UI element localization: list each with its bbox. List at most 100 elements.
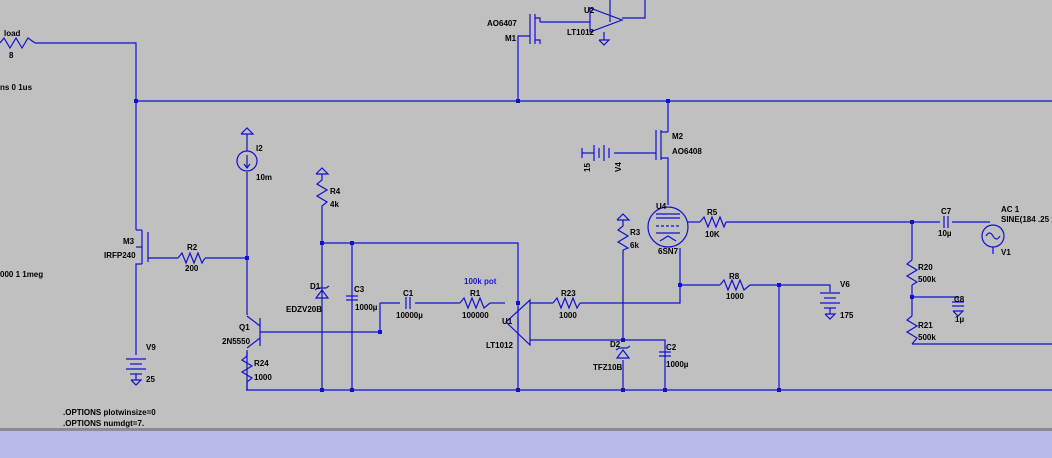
resistor-r21[interactable] <box>905 315 919 345</box>
junction <box>666 99 670 103</box>
label-r20-value: 500k <box>918 275 936 284</box>
label-r3-value: 6k <box>630 241 639 250</box>
resistor-r1[interactable] <box>459 296 491 310</box>
resistor-load[interactable] <box>0 36 36 50</box>
label-r3-name: R3 <box>630 228 641 237</box>
junction <box>134 99 138 103</box>
label-v4-name: V4 <box>614 162 623 172</box>
capacitor-c8[interactable] <box>952 301 965 317</box>
junction <box>350 388 354 392</box>
opamp-u2[interactable] <box>589 7 624 46</box>
label-m2-part: AO6408 <box>672 147 702 156</box>
wire-zener-rail[interactable] <box>322 242 519 390</box>
zener-d2[interactable] <box>615 345 631 359</box>
resistor-r4[interactable] <box>315 167 330 208</box>
wire-c8[interactable] <box>912 296 959 300</box>
capacitor-c3[interactable] <box>346 295 358 301</box>
resistor-r23[interactable] <box>552 296 581 310</box>
label-c8-name: C8 <box>954 295 965 304</box>
label-d2-part: TFZ10B <box>593 363 623 372</box>
zener-d1[interactable] <box>314 285 330 299</box>
opamp-u1[interactable] <box>505 298 531 347</box>
label-load-value: 8 <box>9 51 14 60</box>
label-m1-part: AO6407 <box>487 19 517 28</box>
junction <box>516 388 520 392</box>
label-d1-name: D1 <box>310 282 321 291</box>
resistor-r8[interactable] <box>719 278 751 292</box>
schematic-canvas[interactable]: load 8 ns 0 1us 000 1 1meg AO6407 M1 U2 … <box>0 0 1052 428</box>
spice-directive-numdgt[interactable]: .OPTIONS numdgt=7. <box>63 419 144 428</box>
junction <box>663 388 667 392</box>
label-c8-value: 1µ <box>955 315 964 324</box>
resistor-r24[interactable] <box>240 352 254 390</box>
label-r23-name: R23 <box>561 289 576 298</box>
junction <box>621 338 625 342</box>
junction <box>777 283 781 287</box>
label-load-name: load <box>4 29 21 38</box>
spice-directive-plotwinsize[interactable]: .OPTIONS plotwinsize=0 <box>63 408 156 417</box>
mosfet-m1[interactable] <box>517 14 541 44</box>
label-c7-name: C7 <box>941 207 952 216</box>
label-c1-value: 10000µ <box>396 311 423 320</box>
junctions <box>134 99 914 392</box>
label-m3-name: M3 <box>123 237 135 246</box>
battery-v6[interactable] <box>820 292 840 320</box>
label-c3-name: C3 <box>354 285 365 294</box>
resistor-r20[interactable] <box>905 259 919 286</box>
resistor-r3[interactable] <box>616 213 631 251</box>
wire-r23-tube[interactable] <box>580 248 681 304</box>
junction <box>350 241 354 245</box>
label-r23-value: 1000 <box>559 311 577 320</box>
label-v4-value: 15 <box>583 163 592 172</box>
label-pot-note: 100k pot <box>464 277 497 286</box>
label-v6-value: 175 <box>840 311 854 320</box>
label-u4-part: 6SN7 <box>658 247 679 256</box>
label-i2-value: 10m <box>256 173 272 182</box>
transistor-q1[interactable] <box>246 315 267 349</box>
label-sine-fragment: 000 1 1meg <box>0 270 43 279</box>
resistor-r2[interactable] <box>177 251 206 265</box>
battery-v4[interactable] <box>581 145 610 161</box>
label-m2-name: M2 <box>672 132 684 141</box>
junction <box>621 388 625 392</box>
mosfet-m3[interactable] <box>135 229 149 282</box>
junction <box>378 330 382 334</box>
wire-u1-c2[interactable] <box>530 339 666 390</box>
current-source-i2[interactable] <box>236 127 258 172</box>
sine-source-v1[interactable] <box>981 224 1005 254</box>
label-c1-name: C1 <box>403 289 414 298</box>
capacitor-c1[interactable] <box>405 297 411 309</box>
battery-v9[interactable] <box>126 358 146 386</box>
label-r2-value: 200 <box>185 264 199 273</box>
label-q1-part: 2N5550 <box>222 337 251 346</box>
label-r1-value: 100000 <box>462 311 489 320</box>
label-u2-name: U2 <box>584 6 595 15</box>
wire-r8-v6[interactable] <box>750 284 831 292</box>
label-r5-name: R5 <box>707 208 718 217</box>
label-v1-ac: AC 1 <box>1001 205 1020 214</box>
mosfet-m2[interactable] <box>614 130 669 160</box>
triode-u4[interactable] <box>647 206 689 248</box>
junction <box>777 388 781 392</box>
status-bar <box>0 428 1052 458</box>
junction <box>245 256 249 260</box>
capacitor-c7[interactable] <box>943 216 949 228</box>
label-i2-name: I2 <box>256 144 263 153</box>
label-r1-name: R1 <box>470 289 481 298</box>
wire-load-to-rail[interactable] <box>35 42 137 101</box>
resistor-r5[interactable] <box>699 215 727 229</box>
junction <box>910 220 914 224</box>
label-r8-value: 1000 <box>726 292 744 301</box>
junction <box>516 301 520 305</box>
label-r21-name: R21 <box>918 321 933 330</box>
label-u1-name: U1 <box>502 317 513 326</box>
label-v9-name: V9 <box>146 343 156 352</box>
label-c2-name: C2 <box>666 343 677 352</box>
label-r24-value: 1000 <box>254 373 272 382</box>
junction <box>910 295 914 299</box>
label-u1-part: LT1012 <box>486 341 514 350</box>
capacitor-c2[interactable] <box>659 351 671 357</box>
wire-u2-out[interactable] <box>622 0 646 19</box>
label-pulse-fragment: ns 0 1us <box>0 83 33 92</box>
